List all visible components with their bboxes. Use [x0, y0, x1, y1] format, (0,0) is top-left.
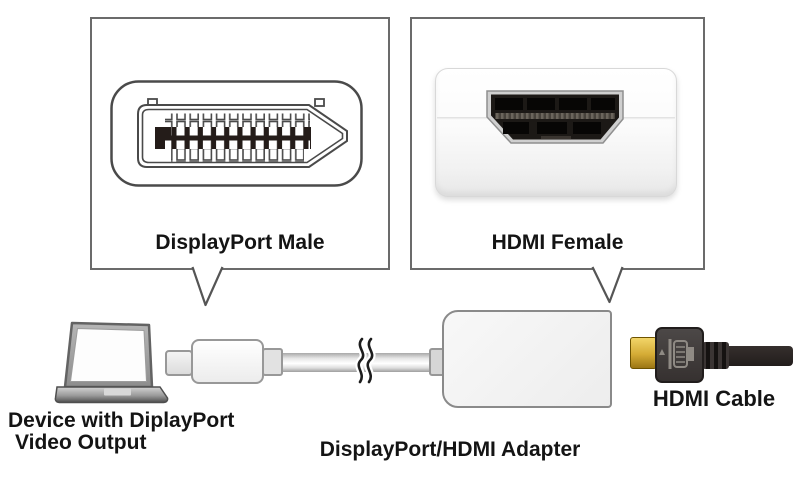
dp-latch-right — [314, 98, 325, 107]
hdmi-cable-wire — [727, 346, 793, 366]
laptop-screen — [69, 327, 148, 382]
hdmi-plug-emblem-icon — [659, 339, 694, 369]
hdmi-plug-body — [655, 327, 704, 383]
mini-dp-plug-tip — [165, 350, 193, 376]
dp-pin-row-bottom — [171, 149, 304, 163]
displayport-male-connector-icon — [110, 80, 363, 187]
dp-teeth-bottom — [165, 140, 310, 149]
hdmi-cable-caption: HDMI Cable — [652, 386, 776, 411]
hdmi-port-slots — [495, 98, 615, 139]
hdmi-plug-strain-relief — [702, 342, 729, 369]
adapter-front-photo — [435, 68, 677, 197]
device-caption-line2: Video Output — [15, 431, 147, 454]
device-caption-line1: Device with DiplayPort — [8, 409, 235, 432]
hdmi-female-label: HDMI Female — [491, 231, 624, 254]
laptop-icon — [54, 321, 169, 404]
hdmi-plug-gold-tip — [630, 337, 657, 369]
dp-pin-row-top — [165, 113, 310, 127]
mini-dp-plug-body — [191, 339, 264, 384]
hdmi-female-port-icon — [486, 90, 624, 144]
device-caption: Device with DiplayPort Video Output — [8, 410, 234, 454]
adapter-caption: DisplayPort/HDMI Adapter — [319, 438, 581, 461]
adapter-body — [442, 310, 612, 408]
cable-break-icon — [355, 336, 376, 386]
callout-tail-left — [191, 266, 224, 307]
dp-teeth-top — [171, 127, 304, 136]
callout-box-displayport-male: DisplayPort Male — [90, 17, 390, 270]
displayport-male-label: DisplayPort Male — [155, 231, 325, 254]
callout-box-hdmi-female: HDMI Female — [410, 17, 705, 270]
mini-dp-plug-neck — [262, 348, 283, 376]
callout-tail-right — [591, 266, 624, 304]
laptop-touchpad — [104, 388, 131, 396]
